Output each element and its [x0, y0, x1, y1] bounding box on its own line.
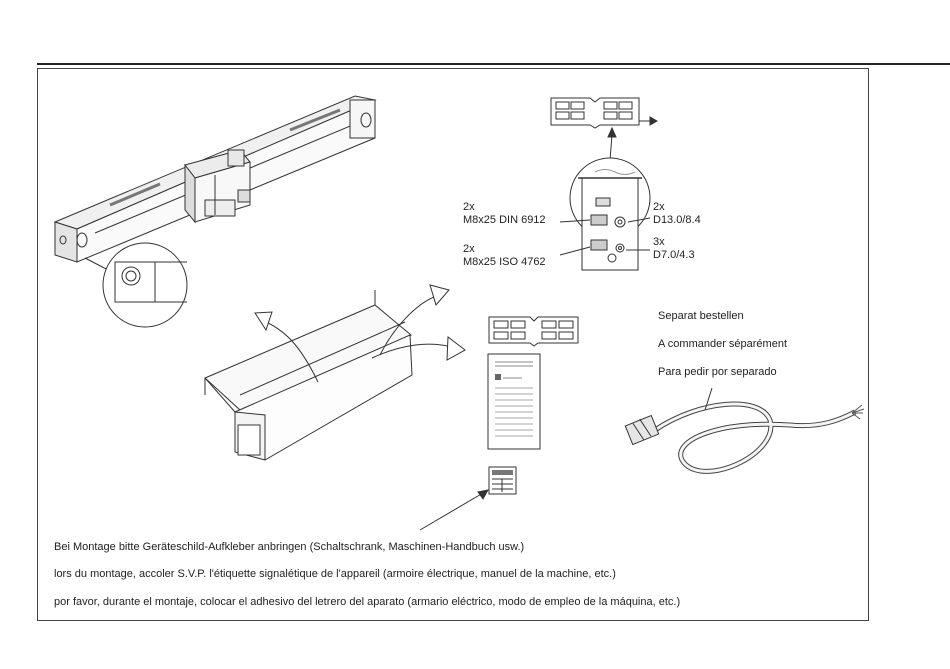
illustration-frame: [37, 68, 869, 621]
fastener-bag-drawing: [559, 157, 651, 271]
fastener-label-screw-din-qty: 2x: [463, 201, 475, 213]
mounting-note-es: por favor, durante el montaje, colocar e…: [54, 596, 681, 608]
cable-drawing: [624, 387, 865, 474]
certificate-document-drawing: [487, 353, 541, 450]
booklet-upper-drawing: [550, 97, 659, 161]
fastener-label-washer-small-spec: D7.0/4.3: [653, 249, 695, 261]
booklet-lower-drawing: [488, 316, 579, 347]
detail-magnifier-left: [84, 242, 188, 328]
fastener-label-screw-iso-spec: M8x25 ISO 4762: [463, 256, 546, 268]
fastener-label-washer-large-spec: D13.0/8.4: [653, 214, 701, 226]
top-rule: [37, 63, 950, 65]
fastener-label-washer-small-qty: 3x: [653, 236, 665, 248]
mounting-note-de: Bei Montage bitte Geräteschild-Aufkleber…: [54, 541, 525, 553]
fastener-label-screw-iso-qty: 2x: [463, 243, 475, 255]
mounting-note-fr: lors du montage, accoler S.V.P. l'étique…: [54, 568, 616, 580]
order-separately-de: Separat bestellen: [658, 310, 744, 322]
linear-scale-drawing: [53, 95, 377, 263]
order-separately-fr: A commander séparément: [658, 338, 788, 350]
fastener-label-washer-large-qty: 2x: [653, 201, 665, 213]
fastener-label-screw-din-spec: M8x25 DIN 6912: [463, 214, 546, 226]
packaging-box-drawing: [204, 284, 466, 461]
id-label-sticker-drawing: [419, 466, 517, 531]
order-separately-es: Para pedir por separado: [658, 366, 777, 378]
